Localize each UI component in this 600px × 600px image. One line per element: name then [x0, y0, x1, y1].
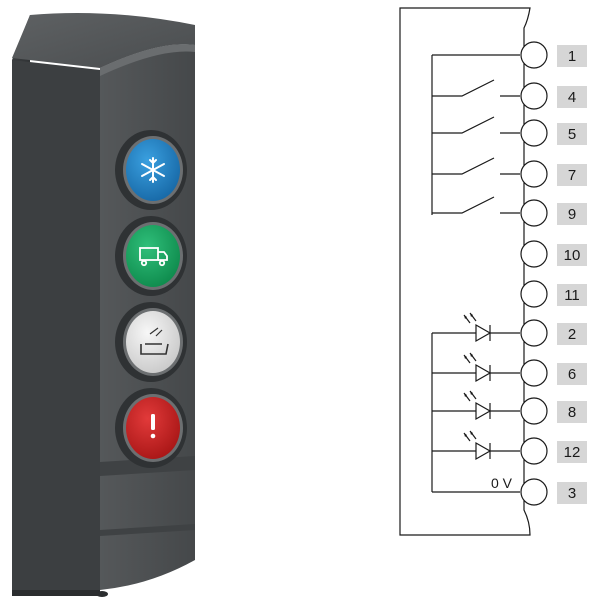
- terminal-9: 9: [520, 199, 587, 227]
- terminal-11: 11: [520, 280, 587, 308]
- svg-text:8: 8: [568, 404, 576, 421]
- wiring-diagram: 0 V 1 4 5 7 9 10: [399, 7, 587, 536]
- snowflake-icon: [141, 157, 165, 183]
- svg-text:9: 9: [568, 206, 576, 223]
- led-6: [432, 352, 520, 383]
- terminal-10: 10: [520, 240, 587, 268]
- svg-text:12: 12: [564, 444, 581, 461]
- led-12: [432, 430, 520, 461]
- exclamation-icon: [150, 414, 156, 439]
- svg-text:11: 11: [564, 287, 580, 304]
- svg-text:1: 1: [568, 48, 576, 65]
- terminal-8: 8: [520, 397, 587, 425]
- truck-icon: [139, 247, 168, 267]
- terminal-4: 4: [520, 82, 587, 110]
- button-snowflake[interactable]: [115, 130, 187, 210]
- svg-text:4: 4: [568, 89, 576, 106]
- button-alarm[interactable]: [115, 388, 187, 468]
- pushbutton-station: [12, 12, 195, 597]
- terminal-2: 2: [520, 319, 587, 347]
- svg-text:3: 3: [568, 485, 576, 502]
- terminal-12: 12: [520, 437, 587, 465]
- housing-top: [12, 12, 195, 68]
- ground-voltage-label: 0 V: [491, 475, 513, 491]
- svg-text:7: 7: [568, 167, 576, 184]
- svg-text:2: 2: [568, 326, 576, 343]
- switch-5: [432, 116, 520, 134]
- switch-9: [432, 196, 520, 214]
- terminal-3: 3: [520, 478, 587, 506]
- led-2: [432, 312, 520, 343]
- terminal-1: 1: [520, 41, 587, 69]
- svg-text:10: 10: [564, 247, 581, 264]
- svg-text:6: 6: [568, 366, 576, 383]
- led-8: [432, 390, 520, 421]
- tipper-icon: [140, 327, 169, 355]
- terminal-6: 6: [520, 359, 587, 387]
- terminal-7: 7: [520, 160, 587, 188]
- switch-7: [432, 157, 520, 175]
- switch-4: [432, 79, 520, 97]
- svg-text:5: 5: [568, 126, 576, 143]
- button-tipper[interactable]: [115, 302, 187, 382]
- terminal-5: 5: [520, 119, 587, 147]
- button-truck[interactable]: [115, 216, 187, 296]
- connector-outline: [399, 7, 531, 536]
